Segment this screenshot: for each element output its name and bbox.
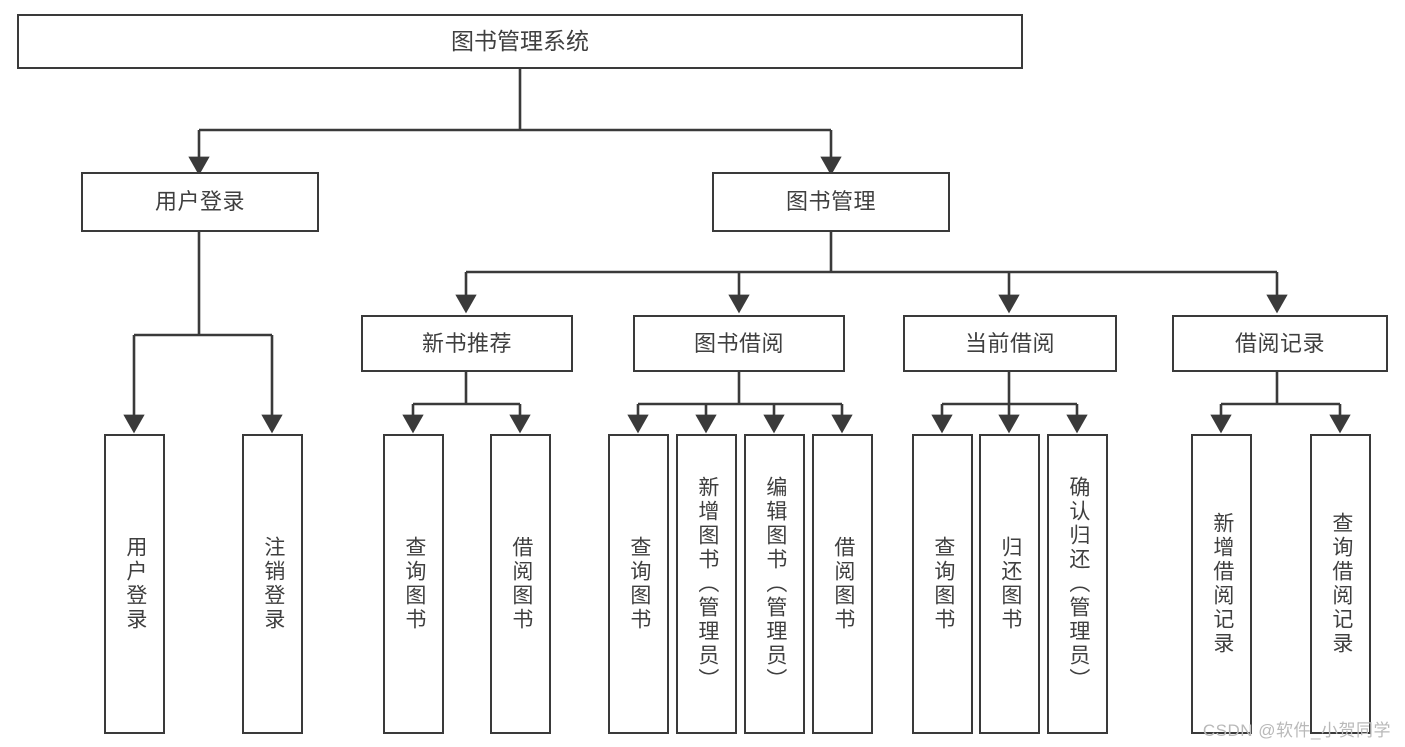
node-current-borrowing[interactable]: 当前借阅 bbox=[903, 315, 1117, 372]
leaf-current-confirm-return-admin[interactable]: 确认归还（管理员） bbox=[1047, 434, 1108, 734]
node-book-borrowing[interactable]: 图书借阅 bbox=[633, 315, 845, 372]
node-user-login[interactable]: 用户登录 bbox=[81, 172, 319, 232]
node-label: 归还图书 bbox=[998, 536, 1022, 632]
leaf-borrow-borrow-books[interactable]: 借阅图书 bbox=[812, 434, 873, 734]
node-label: 新增借阅记录 bbox=[1210, 512, 1234, 656]
node-label: 用户登录 bbox=[123, 536, 147, 632]
leaf-current-return-books[interactable]: 归还图书 bbox=[979, 434, 1040, 734]
node-label: 查询图书 bbox=[402, 536, 426, 632]
node-label: 借阅图书 bbox=[831, 536, 855, 632]
node-label: 用户登录 bbox=[154, 189, 245, 215]
node-book-management[interactable]: 图书管理 bbox=[712, 172, 950, 232]
node-label: 图书借阅 bbox=[693, 330, 784, 356]
node-new-book-recommendation[interactable]: 新书推荐 bbox=[361, 315, 573, 372]
leaf-records-add-record[interactable]: 新增借阅记录 bbox=[1191, 434, 1252, 734]
leaf-user-login-signout[interactable]: 注销登录 bbox=[242, 434, 303, 734]
node-borrowing-records[interactable]: 借阅记录 bbox=[1172, 315, 1388, 372]
leaf-user-login-signin[interactable]: 用户登录 bbox=[104, 434, 165, 734]
leaf-new-book-borrow-books[interactable]: 借阅图书 bbox=[490, 434, 551, 734]
node-label: 查询图书 bbox=[627, 536, 651, 632]
node-label: 查询借阅记录 bbox=[1329, 512, 1353, 656]
leaf-borrow-edit-book-admin[interactable]: 编辑图书（管理员） bbox=[744, 434, 805, 734]
node-label: 借阅图书 bbox=[509, 536, 533, 632]
node-label: 借阅记录 bbox=[1234, 330, 1325, 356]
node-root-system[interactable]: 图书管理系统 bbox=[17, 14, 1023, 69]
leaf-current-query-books[interactable]: 查询图书 bbox=[912, 434, 973, 734]
node-label: 查询图书 bbox=[931, 536, 955, 632]
node-label: 编辑图书（管理员） bbox=[763, 476, 787, 692]
node-label: 确认归还（管理员） bbox=[1066, 476, 1090, 692]
node-label: 图书管理 bbox=[785, 189, 876, 215]
node-label: 新增图书（管理员） bbox=[695, 476, 719, 692]
node-label: 注销登录 bbox=[261, 536, 285, 632]
leaf-borrow-add-book-admin[interactable]: 新增图书（管理员） bbox=[676, 434, 737, 734]
leaf-new-book-query-books[interactable]: 查询图书 bbox=[383, 434, 444, 734]
node-label: 新书推荐 bbox=[421, 330, 512, 356]
leaf-records-query-record[interactable]: 查询借阅记录 bbox=[1310, 434, 1371, 734]
csdn-watermark: CSDN @软件_小贺同学 bbox=[1202, 721, 1391, 740]
node-label: 当前借阅 bbox=[964, 330, 1055, 356]
node-label: 图书管理系统 bbox=[451, 27, 589, 54]
leaf-borrow-query-books[interactable]: 查询图书 bbox=[608, 434, 669, 734]
